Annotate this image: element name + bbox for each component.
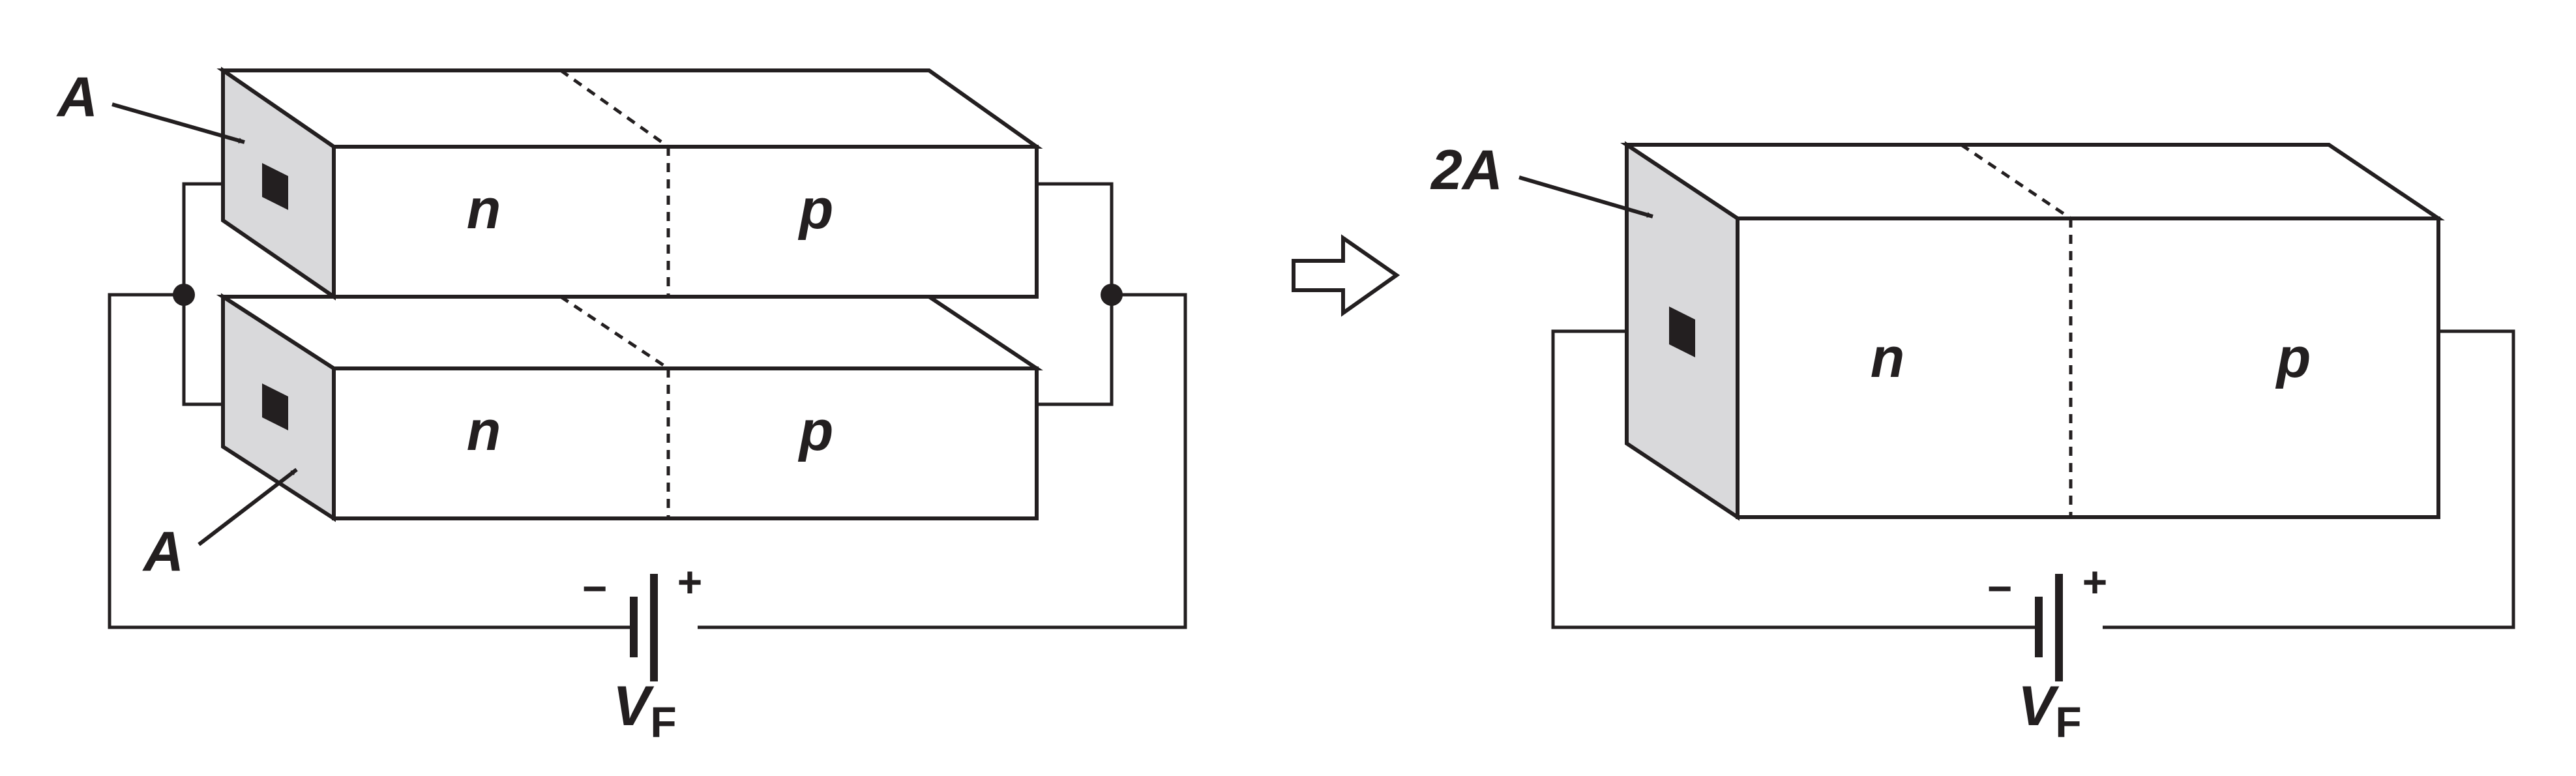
area-label-bottom: A: [142, 520, 184, 583]
p-region-label: p: [798, 178, 834, 241]
right-negative-wire: [1551, 329, 2036, 629]
n-region-label: n: [467, 400, 501, 462]
left-parallel-diodes: n p n p A A − + VF: [56, 66, 1187, 746]
hollow-right-arrow-icon: [1292, 234, 1400, 317]
bar-front-face: [332, 145, 1039, 299]
voltage-symbol: V: [613, 675, 655, 738]
left-battery: − + VF: [582, 558, 703, 746]
area-label-2a: 2A: [1430, 139, 1503, 201]
right-positive-wire: [2103, 329, 2515, 629]
bar-front-face: [1736, 216, 2440, 519]
battery-plus-sign: +: [2082, 558, 2108, 606]
bar-top-face: [1620, 143, 2445, 220]
metal-contact: [1669, 306, 1695, 357]
bar-top-face: [216, 68, 1043, 149]
junction-top-line: [559, 68, 670, 149]
junction-top-line: [1960, 143, 2072, 220]
p-region-label: p: [2275, 327, 2311, 389]
n-region-label: n: [467, 178, 501, 241]
left-right-bottom-wire: [1037, 295, 1114, 406]
area-arrow-top: [111, 102, 245, 144]
voltage-symbol: V: [2018, 675, 2060, 738]
right-single-diode: n p 2A − + VF: [1430, 139, 2515, 746]
metal-contact: [262, 383, 288, 430]
battery-voltage-label: VF: [613, 675, 677, 746]
battery-minus-sign: −: [582, 564, 608, 612]
right-battery: − + VF: [1987, 558, 2108, 746]
voltage-subscript: F: [2055, 698, 2081, 746]
voltage-subscript: F: [650, 698, 676, 746]
left-negative-wire: [108, 293, 631, 629]
left-bottom-diode-bar: n p: [216, 293, 1043, 522]
battery-minus-sign: −: [1987, 564, 2013, 612]
area-label-top: A: [56, 66, 98, 128]
right-diode-bar: n p: [1620, 141, 2445, 521]
battery-plus-sign: +: [677, 558, 703, 606]
battery-voltage-label: VF: [2018, 675, 2082, 746]
left-junction-dot: [173, 284, 195, 306]
area-arrow-2a: [1518, 175, 1653, 218]
n-region-label: n: [1871, 327, 1905, 389]
area-arrow-bottom: [198, 468, 298, 546]
bar-top-face: [216, 295, 1043, 370]
bar-front-face: [332, 366, 1039, 520]
metal-contact: [262, 163, 288, 210]
right-junction-dot: [1101, 284, 1123, 306]
left-top-diode-bar: n p: [216, 67, 1043, 301]
left-right-top-wire: [1037, 182, 1114, 295]
left-positive-wire: [698, 293, 1187, 629]
junction-top-line: [559, 295, 670, 370]
p-region-label: p: [798, 400, 834, 462]
